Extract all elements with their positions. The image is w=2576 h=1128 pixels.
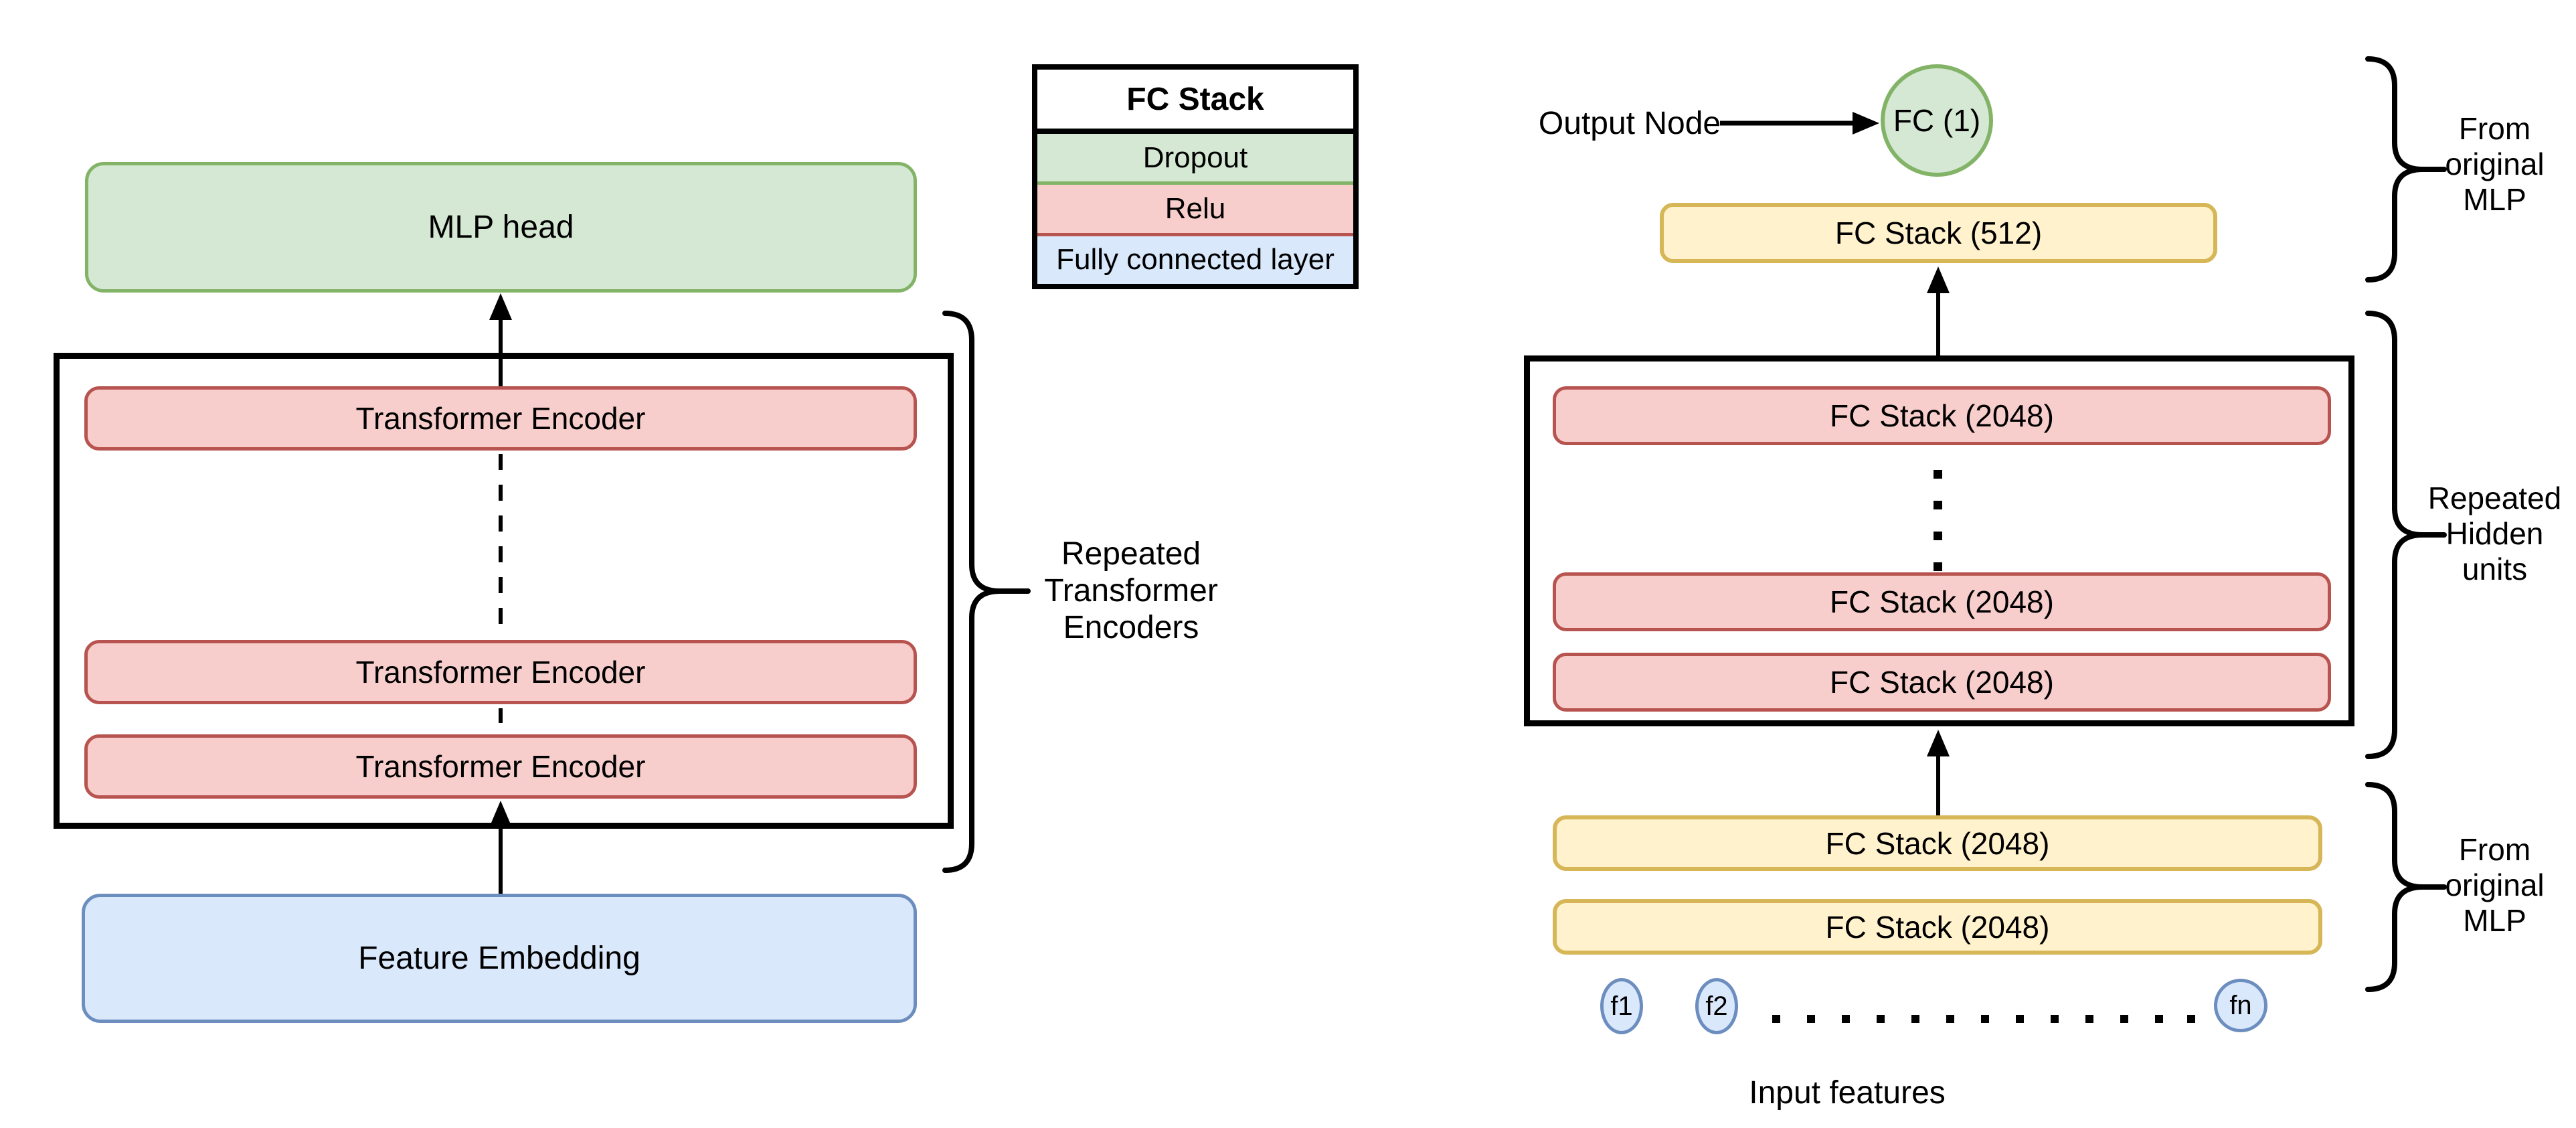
input-fc-stack-node: FC Stack (2048) [1553, 899, 2322, 955]
hidden-fc-stack-node: FC Stack (2048) [1553, 572, 2331, 631]
fc1-label: FC (1) [1893, 103, 1981, 138]
input-fc-stack-node: FC Stack (2048) [1553, 815, 2322, 871]
transformer-encoder-node: Transformer Encoder [84, 640, 917, 704]
input-feature-node-f1: f1 [1600, 978, 1643, 1034]
transformer-encoder-label: Transformer Encoder [355, 655, 646, 690]
arrow-hidden-to-fc512 [1927, 266, 1950, 355]
brace-repeated-hidden-units [2365, 311, 2447, 759]
feature-embedding-label: Feature Embedding [358, 941, 640, 976]
fc-stack-512-node: FC Stack (512) [1660, 203, 2217, 263]
from-original-mlp-top-label: From original MLP [2445, 111, 2545, 217]
input-features-label: Input features [1749, 1075, 1946, 1111]
transformer-encoder-label: Transformer Encoder [355, 749, 646, 784]
mlp-head-node: MLP head [85, 162, 917, 293]
encoder-stack-frame [54, 353, 954, 829]
hidden-fc-stack-node: FC Stack (2048) [1553, 653, 2331, 712]
legend-row-fully-connected: Fully connected layer [1037, 236, 1353, 284]
fc-stack-legend: FC Stack Dropout Relu Fully connected la… [1032, 64, 1359, 289]
output-node-annotation: Output Node [1538, 106, 1721, 141]
arrow-inputs-to-hidden [1927, 730, 1950, 815]
brace-from-original-mlp-top [2365, 56, 2447, 283]
transformer-encoder-label: Transformer Encoder [355, 401, 646, 436]
repeated-transformer-encoders-label: Repeated Transformer Encoders [1044, 536, 1218, 645]
transformer-encoder-node: Transformer Encoder [84, 386, 917, 451]
mlp-head-label: MLP head [428, 210, 574, 245]
repeated-hidden-units-label: Repeated Hidden units [2427, 481, 2562, 586]
input-feature-node-fn: fn [2214, 979, 2267, 1032]
brace-from-original-mlp-bottom [2365, 782, 2447, 992]
arrow-embedding-to-encoders [489, 801, 512, 894]
vertical-ellipsis-icon [1934, 470, 1942, 571]
legend-row-relu: Relu [1037, 185, 1353, 236]
hidden-fc-stack-node: FC Stack (2048) [1553, 386, 2331, 445]
fc1-output-node: FC (1) [1881, 64, 1993, 177]
from-original-mlp-bottom-label: From original MLP [2445, 832, 2545, 938]
input-feature-node-f2: f2 [1695, 978, 1738, 1034]
brace-repeated-encoders [942, 311, 1031, 873]
horizontal-dotted-line-icon [1772, 1015, 2195, 1023]
feature-embedding-node: Feature Embedding [82, 894, 917, 1023]
legend-row-dropout: Dropout [1037, 134, 1353, 185]
transformer-encoder-node: Transformer Encoder [84, 734, 917, 799]
arrow-encoders-to-mlp-head [489, 293, 512, 386]
arrow-output-node-to-fc1 [1720, 112, 1879, 135]
legend-title: FC Stack [1037, 70, 1353, 134]
fc-stack-512-label: FC Stack (512) [1834, 216, 2043, 250]
hidden-units-frame [1524, 355, 2354, 726]
